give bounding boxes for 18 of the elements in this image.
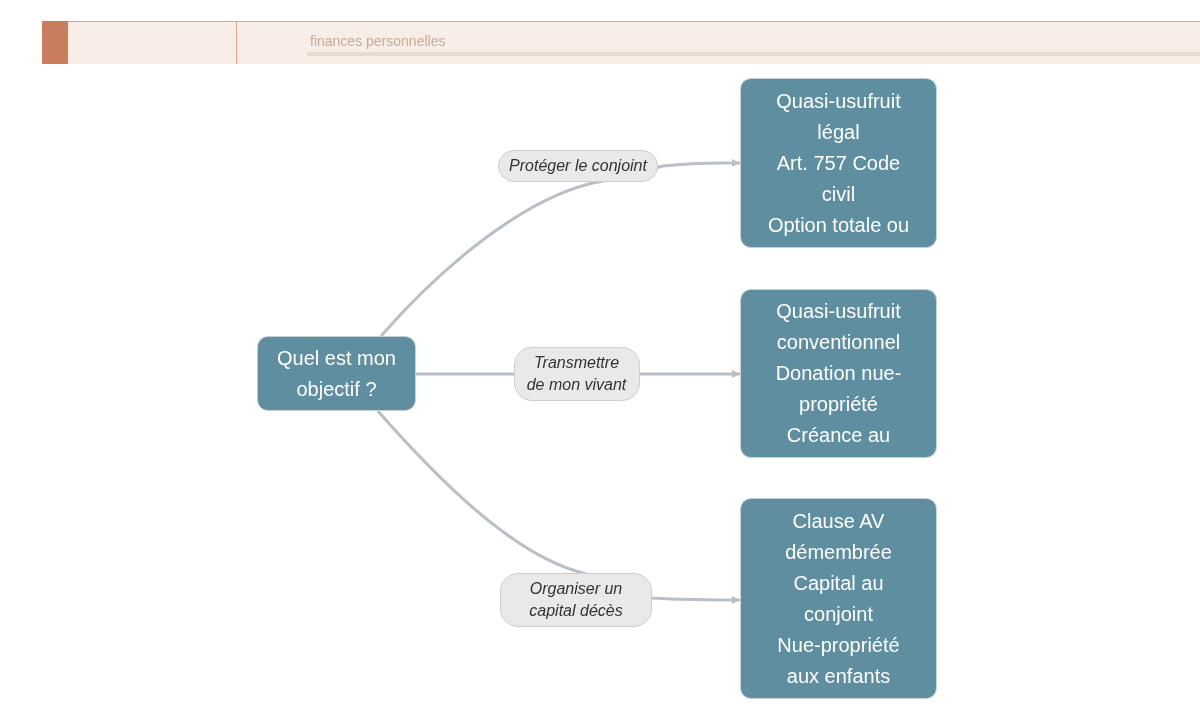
- edge-label: Protéger le conjoint: [498, 149, 658, 182]
- node-text: Art. 757 Code civil: [775, 150, 902, 207]
- edge-label: Organiser un capital décès: [500, 572, 652, 627]
- outcome-box: [740, 498, 937, 699]
- node-text: Nue-propriété aux enfants: [776, 632, 901, 689]
- node-text: Créance au: [786, 423, 891, 448]
- node-text: Donation nue-propriété: [774, 361, 903, 417]
- outcome-box: [740, 78, 937, 248]
- node-text: Clause AV démembrée: [784, 508, 893, 565]
- question-box: [257, 336, 416, 411]
- edge-label: Transmettre de mon vivant: [513, 347, 640, 401]
- node-text: Capital au conjoint: [792, 570, 885, 627]
- node-text: Quel est mon objectif ?: [276, 345, 397, 402]
- node-text: Quasi-usufruit légal: [775, 88, 902, 145]
- tagline: finances personnelles: [310, 33, 446, 49]
- node-text: Quasi-usufruit conventionnel: [775, 299, 902, 355]
- outcome-box: [740, 289, 937, 458]
- node-text: Option totale ou: [767, 212, 910, 238]
